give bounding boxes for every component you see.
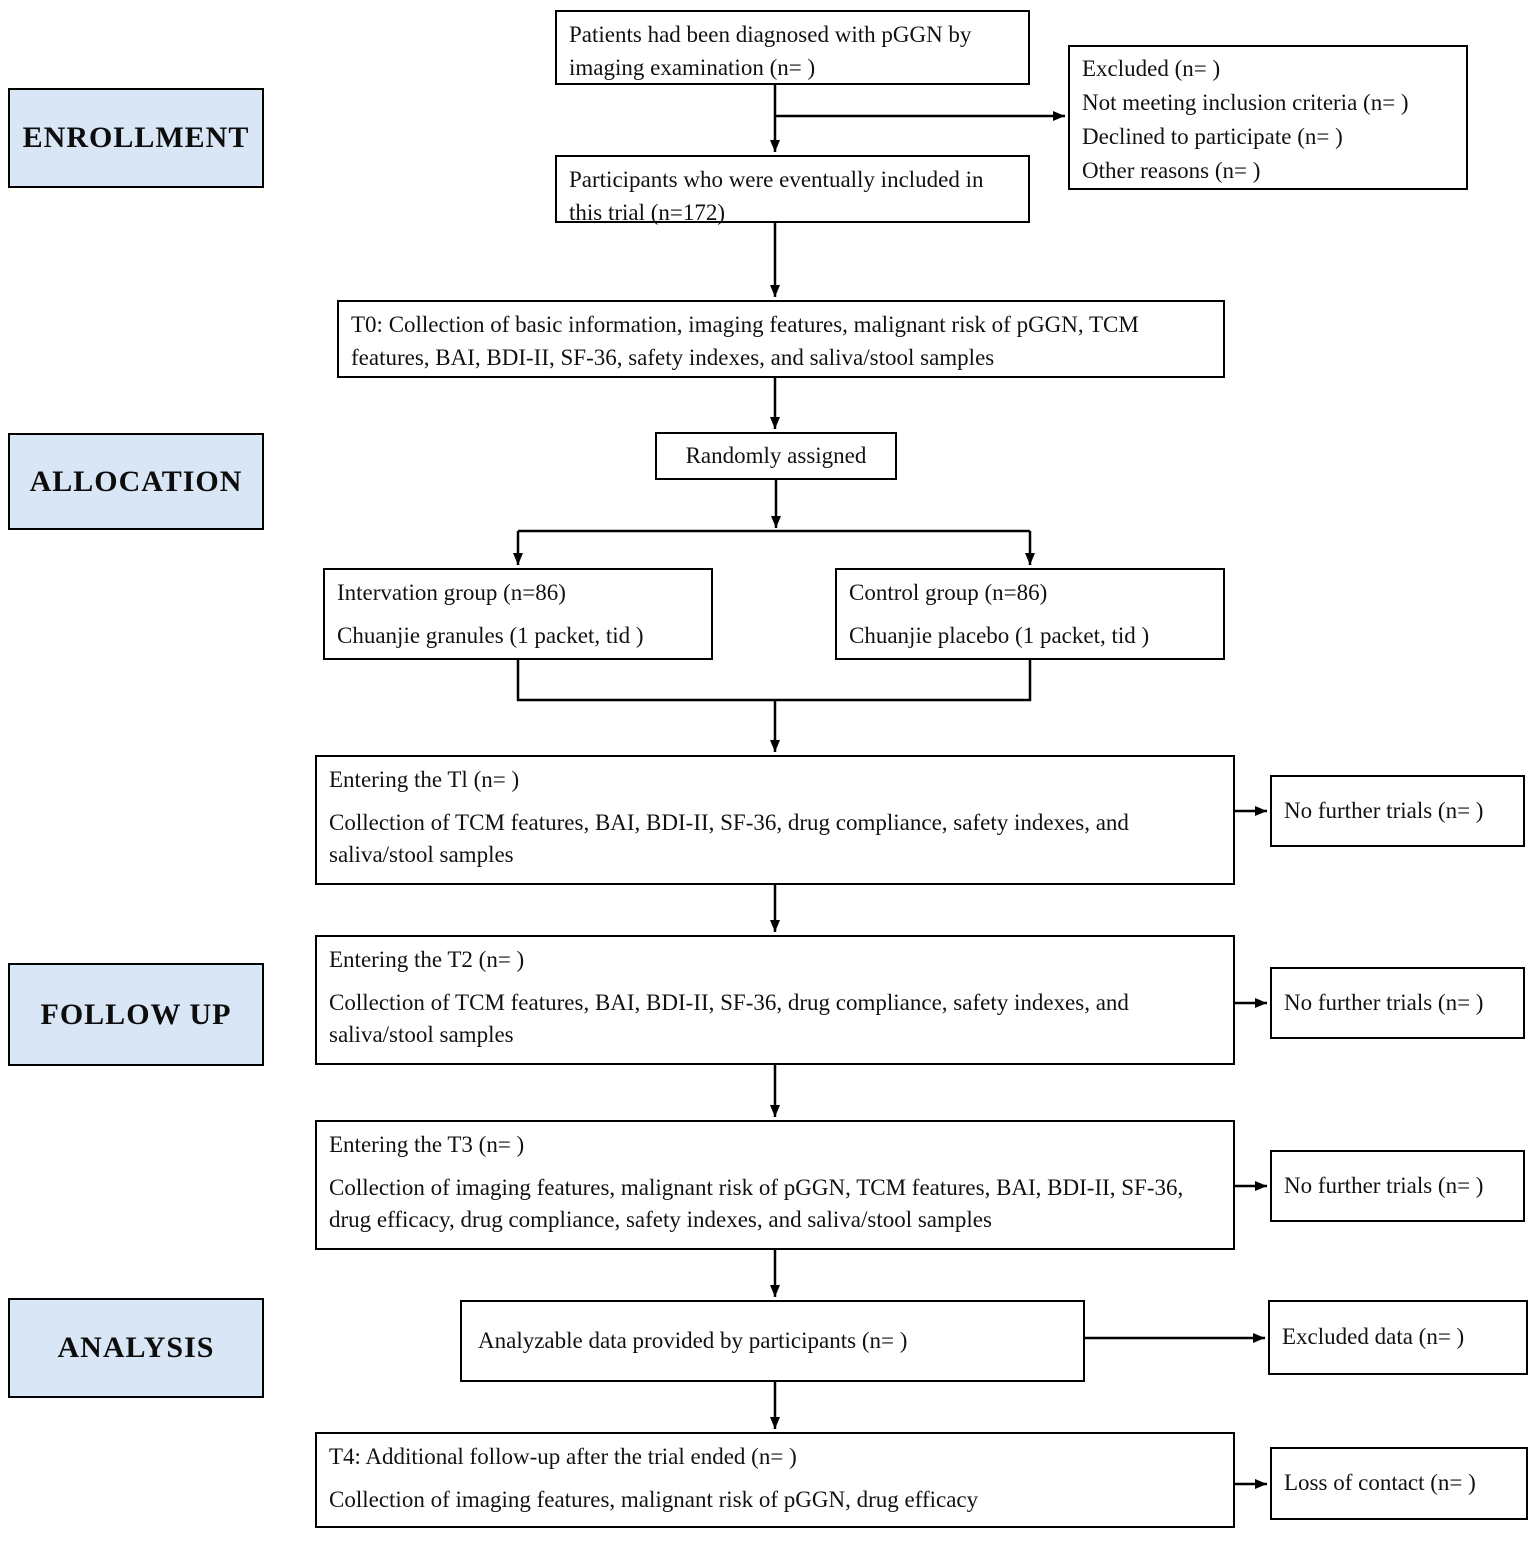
t3-detail: Collection of imaging features, malignan… xyxy=(329,1174,1184,1233)
no-further-trials-box-1: No further trials (n= ) xyxy=(1270,775,1525,847)
excluded-line: Not meeting inclusion criteria (n= ) xyxy=(1082,90,1409,115)
intervention-group-detail: Chuanjie granules (1 packet, tid ) xyxy=(337,622,644,648)
t1-title: Entering the Tl (n= ) xyxy=(329,767,520,792)
stage-label-enrollment: ENROLLMENT xyxy=(8,88,264,188)
intervention-group-title: Intervation group (n=86) xyxy=(337,580,566,605)
randomly-assigned-box: Randomly assigned xyxy=(655,432,897,480)
stage-label-allocation: ALLOCATION xyxy=(8,433,264,530)
control-group-title: Control group (n=86) xyxy=(849,580,1048,605)
t2-title: Entering the T2 (n= ) xyxy=(329,947,525,972)
t0-box: T0: Collection of basic information, ima… xyxy=(337,300,1225,378)
intervention-group-box: Intervation group (n=86) Chuanjie granul… xyxy=(323,568,713,660)
t1-box: Entering the Tl (n= ) Collection of TCM … xyxy=(315,755,1235,885)
stage-label-analysis: ANALYSIS xyxy=(8,1298,264,1398)
excluded-box: Excluded (n= ) Not meeting inclusion cri… xyxy=(1068,45,1468,190)
stage-label-follow-up: FOLLOW UP xyxy=(8,963,264,1066)
excluded-line: Other reasons (n= ) xyxy=(1082,158,1261,183)
excluded-line: Excluded (n= ) xyxy=(1082,56,1221,81)
patients-box: Patients had been diagnosed with pGGN by… xyxy=(555,10,1030,85)
t3-box: Entering the T3 (n= ) Collection of imag… xyxy=(315,1120,1235,1250)
t3-title: Entering the T3 (n= ) xyxy=(329,1132,525,1157)
excluded-line: Declined to participate (n= ) xyxy=(1082,124,1343,149)
merge-line xyxy=(516,660,1032,702)
t2-detail: Collection of TCM features, BAI, BDI-II,… xyxy=(329,989,1129,1048)
loss-of-contact-box: Loss of contact (n= ) xyxy=(1270,1447,1528,1520)
no-further-trials-box-3: No further trials (n= ) xyxy=(1270,1150,1525,1222)
no-further-trials-box-2: No further trials (n= ) xyxy=(1270,967,1525,1039)
t2-box: Entering the T2 (n= ) Collection of TCM … xyxy=(315,935,1235,1065)
participants-box: Participants who were eventually include… xyxy=(555,155,1030,225)
t4-detail: Collection of imaging features, malignan… xyxy=(329,1486,979,1512)
t1-detail: Collection of TCM features, BAI, BDI-II,… xyxy=(329,809,1129,868)
analyzable-data-box: Analyzable data provided by participants… xyxy=(460,1300,1085,1382)
t4-title: T4: Additional follow-up after the trial… xyxy=(329,1444,797,1469)
control-group-box: Control group (n=86) Chuanjie placebo (1… xyxy=(835,568,1225,660)
control-group-detail: Chuanjie placebo (1 packet, tid ) xyxy=(849,622,1150,648)
excluded-data-box: Excluded data (n= ) xyxy=(1268,1300,1528,1375)
t4-box: T4: Additional follow-up after the trial… xyxy=(315,1432,1235,1528)
